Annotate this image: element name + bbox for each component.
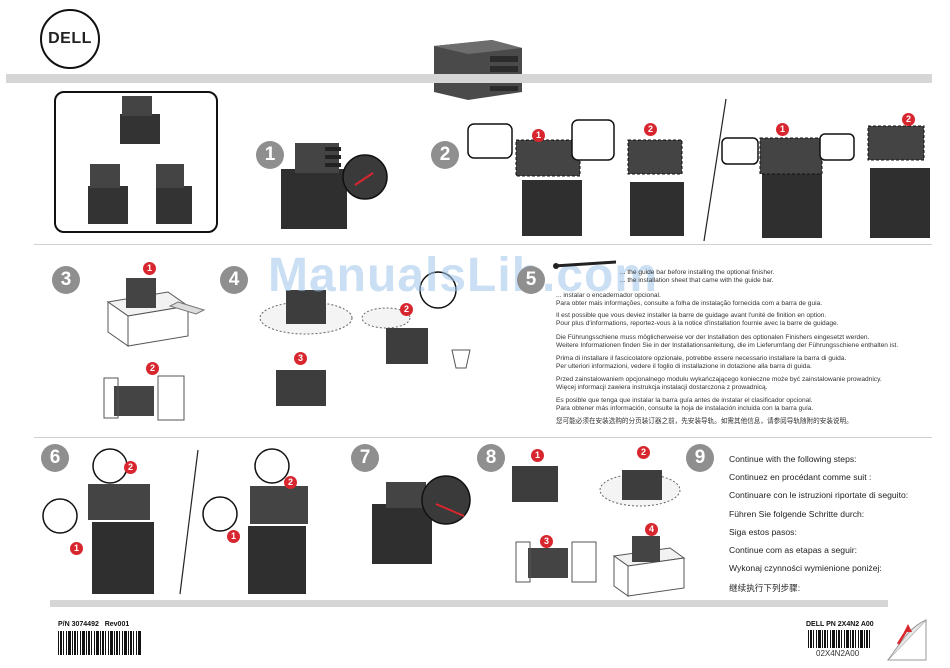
step-8-badge: 8: [477, 444, 505, 472]
step5-line-4: Para obter mais informações, consulte a …: [556, 300, 823, 307]
callout-2: 2: [644, 123, 657, 136]
step5-line-12: Więcej informacji zawiera instrukcja ins…: [556, 384, 768, 391]
dell-pn-barcode: [808, 630, 872, 648]
dell-pn: DELL PN 2X4N2 A00: [806, 621, 874, 628]
step5-line-15: 您可能必须在安装选购的分页装订器之前，先安装导轨。如需其他信息，请参阅导轨随附的…: [556, 418, 853, 425]
step-1-badge: 1: [256, 141, 284, 169]
step5-line-11: Przed zainstalowaniem opcjonalnego moduł…: [556, 376, 882, 383]
diagonal-separator: [703, 98, 727, 242]
turn-page-icon: [886, 618, 927, 661]
step9-line-2: Continuez en procédant comme suit :: [729, 472, 872, 482]
step-3-illustration: [103, 278, 206, 421]
step-6-illustration: [42, 448, 308, 595]
callout-1-step8: 1: [531, 449, 544, 462]
callout-1: 1: [532, 129, 545, 142]
step-3-badge: 3: [52, 266, 80, 294]
step-9-badge: 9: [686, 444, 714, 472]
callout-2-step3: 2: [146, 362, 159, 375]
callout-2-step4: 2: [400, 303, 413, 316]
step5-line-10: Per ulteriori informazioni, vedere il fo…: [556, 363, 812, 370]
step9-line-6: Continue com as etapas a seguir:: [729, 545, 858, 555]
row-divider-1: [34, 244, 932, 245]
step5-line-8: Weitere Informationen finden Sie in der …: [556, 342, 899, 349]
callout-2-step8: 2: [637, 446, 650, 459]
callout-2-step6-alt: 2: [284, 476, 297, 489]
finisher-product-image: [434, 40, 522, 100]
step9-line-5: Siga estos pasos:: [729, 527, 797, 537]
callout-2-step6: 2: [124, 461, 137, 474]
watermark: ManualsLib.com: [268, 249, 659, 302]
step5-line-2: ... the installation sheet that came wit…: [620, 277, 774, 284]
step5-line-5: Il est possible que vous deviez installe…: [556, 312, 827, 319]
callout-3-step8: 3: [540, 535, 553, 548]
configuration-overview-box: [54, 91, 218, 233]
step9-line-8: 继续执行下列步骤:: [729, 583, 801, 593]
step-4-badge: 4: [220, 266, 248, 294]
callout-3-step4: 3: [294, 352, 307, 365]
step-1-illustration: [281, 143, 388, 229]
step-2-alt-illustration: [721, 125, 930, 238]
step5-line-13: Es posible que tenga que instalar la bar…: [556, 397, 813, 404]
part-number-barcode: [58, 631, 142, 655]
callout-2-alt: 2: [902, 113, 915, 126]
callout-1-step3: 1: [143, 262, 156, 275]
callout-1-step6-alt: 1: [227, 530, 240, 543]
dell-logo-text: DELL: [48, 30, 92, 47]
step-2-illustration: [467, 119, 684, 236]
step5-line-9: Prima di installare il fascicolatore opz…: [556, 355, 847, 362]
step5-line-14: Para obtener más información, consulte l…: [556, 405, 814, 412]
step-7-illustration: [372, 475, 471, 564]
step-4-illustration: [259, 271, 471, 406]
row-divider-2: [34, 437, 932, 438]
step9-line-1: Continue with the following steps:: [729, 454, 857, 464]
step-6-badge: 6: [41, 444, 69, 472]
step-8-illustration: [512, 466, 686, 597]
revision: Rev001: [104, 621, 130, 628]
step-2-badge: 2: [431, 141, 459, 169]
step-5-badge: 5: [517, 266, 545, 294]
step5-line-1: ... the guide bar before installing the …: [620, 269, 775, 276]
step5-line-6: Pour plus d'informations, reportez-vous …: [556, 320, 839, 327]
callout-1-step6: 1: [70, 542, 83, 555]
step9-line-3: Continuare con le istruzioni riportate d…: [729, 490, 909, 500]
dell-pn-code: 02X4N2A00: [816, 649, 860, 658]
step9-line-4: Führen Sie folgende Schritte durch:: [729, 509, 865, 519]
step9-line-7: Wykonaj czynności wymienione poniżej:: [729, 563, 882, 573]
printer-config-images: [88, 96, 192, 224]
step-7-badge: 7: [351, 444, 379, 472]
guide-bar-icon: [553, 260, 617, 269]
step5-line-7: Die Führungsschiene muss möglicherweise …: [556, 334, 870, 341]
callout-1-alt: 1: [776, 123, 789, 136]
part-number: P/N 3074492 Rev001: [58, 621, 130, 628]
callout-4-step8: 4: [645, 523, 658, 536]
footer-band: [50, 600, 888, 607]
dell-logo: DELL: [40, 9, 100, 69]
header-band: [6, 74, 932, 83]
step5-line-3: ... instalar o encadernador opcional.: [556, 292, 661, 299]
